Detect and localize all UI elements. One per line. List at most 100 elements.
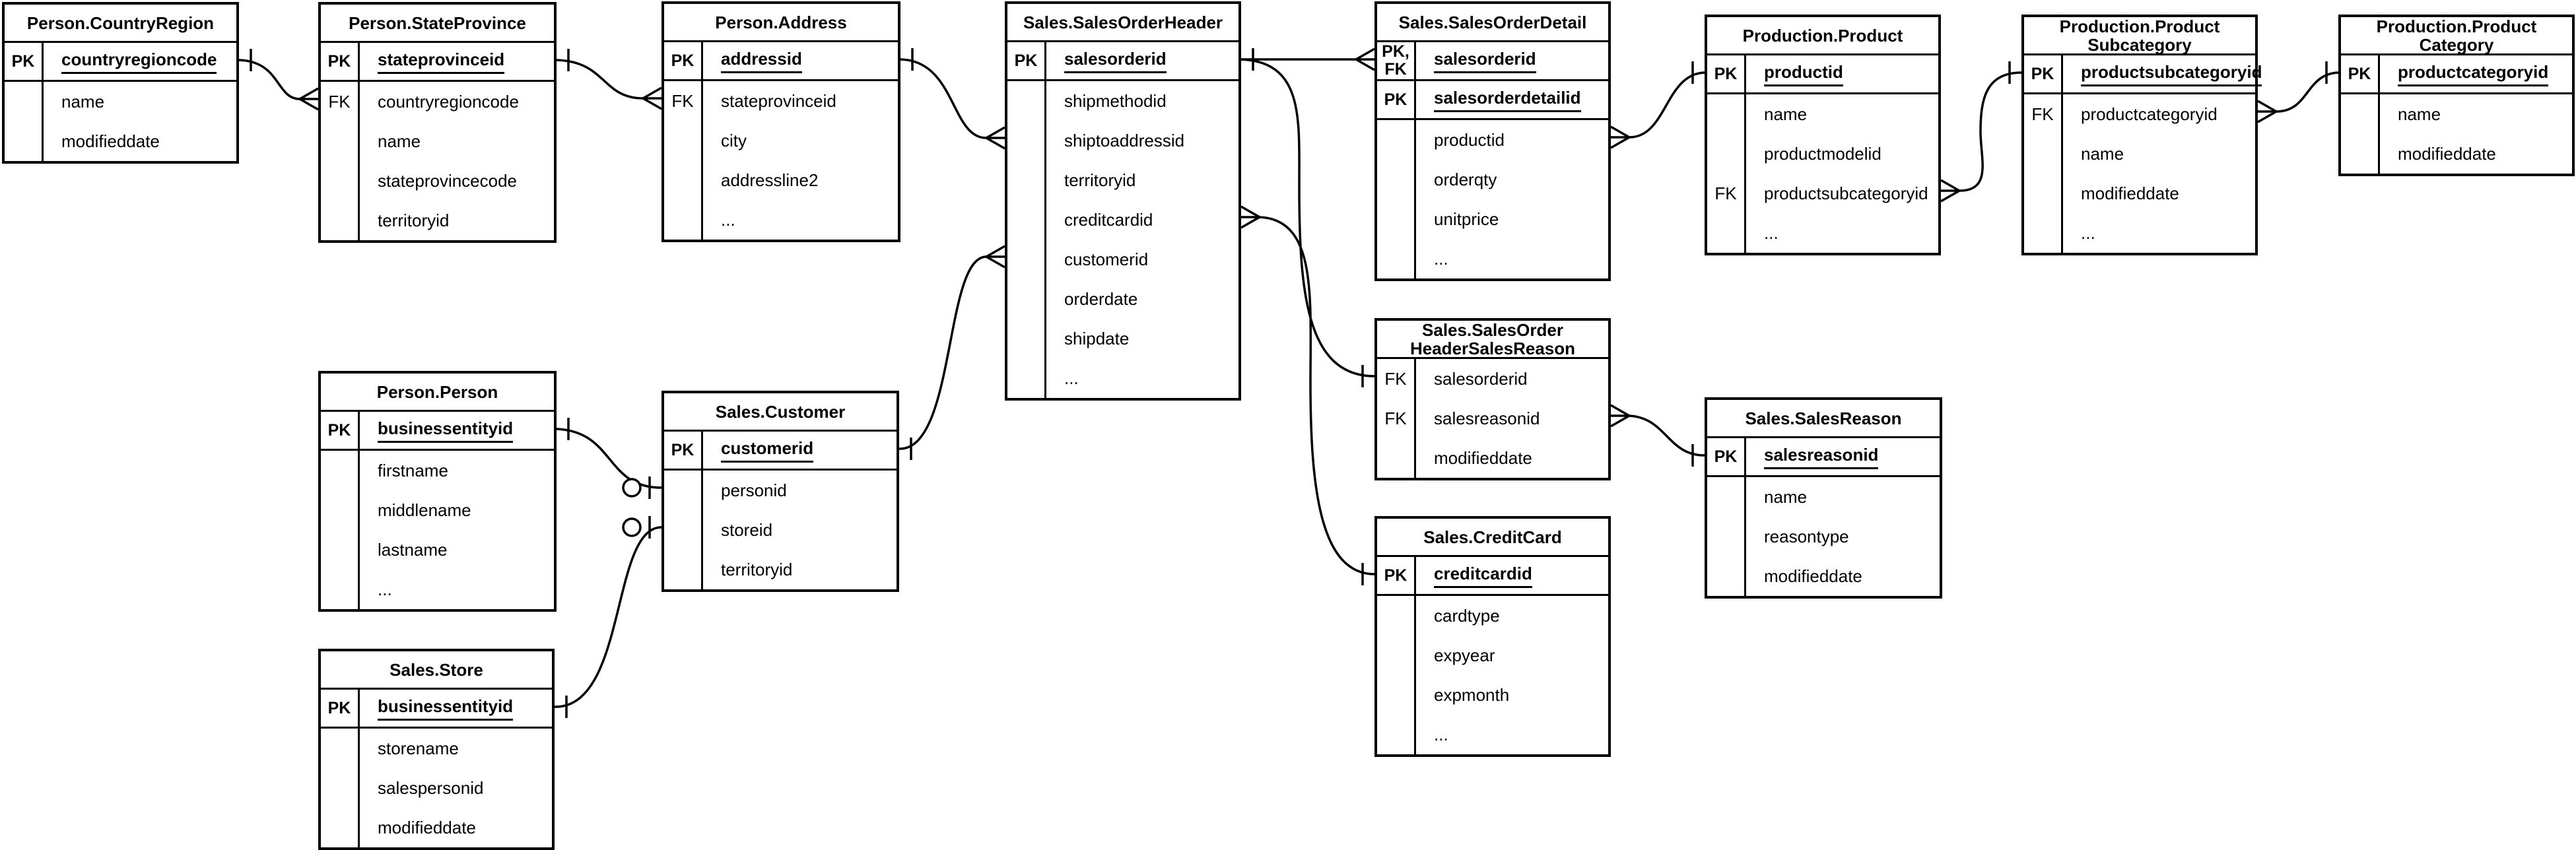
cardinality-mark-icon xyxy=(2257,100,2277,123)
field-tag xyxy=(2341,94,2378,134)
field-row-modifieddate[interactable]: modifieddate xyxy=(378,817,476,837)
key-tag: PK xyxy=(2024,55,2063,92)
field-row-reasontype[interactable]: reasontype xyxy=(1764,526,1849,546)
field-row-productmodelid[interactable]: productmodelid xyxy=(1764,143,1881,164)
field-row-storename[interactable]: storename xyxy=(378,738,459,758)
field-row-modifieddate[interactable]: modifieddate xyxy=(1434,447,1532,468)
field-tag-column xyxy=(2341,94,2380,174)
field-row-stateprovinceid[interactable]: stateprovinceid xyxy=(721,90,836,111)
field-row-[interactable]: ... xyxy=(1434,248,1448,269)
field-row-cardtype[interactable]: cardtype xyxy=(1434,605,1500,626)
field-row-name[interactable]: name xyxy=(61,91,105,112)
edge-customer-to-salesorderheader[interactable] xyxy=(898,255,987,450)
field-row-[interactable]: ... xyxy=(721,209,735,230)
field-row-territoryid[interactable]: territoryid xyxy=(1064,170,1136,190)
field-row-territoryid[interactable]: territoryid xyxy=(721,559,793,579)
edge-salesorderheader-to-salesorderheadersalesreason[interactable] xyxy=(1240,58,1375,377)
field-row-name[interactable]: name xyxy=(1764,486,1808,507)
field-row-middlename[interactable]: middlename xyxy=(378,500,471,520)
field-row-shiptoaddressid[interactable]: shiptoaddressid xyxy=(1064,130,1185,150)
field-row-creditcardid[interactable]: creditcardid xyxy=(1064,209,1153,230)
field-row-name[interactable]: name xyxy=(378,131,421,151)
field-row-shipmethodid[interactable]: shipmethodid xyxy=(1064,90,1167,111)
field-row-productid[interactable]: productid xyxy=(1434,129,1505,150)
field-row-expmonth[interactable]: expmonth xyxy=(1434,684,1510,705)
field-row-modifieddate[interactable]: modifieddate xyxy=(2081,183,2179,203)
field-row-firstname[interactable]: firstname xyxy=(378,460,448,480)
field-row-name[interactable]: name xyxy=(2398,104,2441,124)
field-row-productsubcategoryid[interactable]: productsubcategoryid xyxy=(1764,183,1928,203)
field-row-city[interactable]: city xyxy=(721,130,747,150)
field-row-[interactable]: ... xyxy=(1064,368,1079,388)
field-row-productcategoryid[interactable]: productcategoryid xyxy=(2081,104,2218,124)
field-row-countryregioncode[interactable]: countryregioncode xyxy=(378,91,519,112)
field-row-orderdate[interactable]: orderdate xyxy=(1064,288,1138,309)
field-row-unitprice[interactable]: unitprice xyxy=(1434,209,1499,229)
field-row-orderqty[interactable]: orderqty xyxy=(1434,169,1497,189)
field-row-addressline2[interactable]: addressline2 xyxy=(721,170,819,190)
field-row-name[interactable]: name xyxy=(2081,143,2124,164)
edge-address-to-salesorderheader[interactable] xyxy=(900,58,987,139)
field-name-column: firstname middlename lastname... xyxy=(360,451,554,609)
zero-or-one-circle-icon xyxy=(622,517,642,537)
field-row-salespersonid[interactable]: salespersonid xyxy=(378,777,484,798)
field-row-modifieddate[interactable]: modifieddate xyxy=(1764,566,1862,586)
field-row-modifieddate[interactable]: modifieddate xyxy=(61,131,160,151)
edge-product-to-productsubcategory[interactable] xyxy=(1959,71,2022,192)
field-row-name[interactable]: name xyxy=(1764,104,1808,124)
edge-salesorderheader-to-creditcard[interactable] xyxy=(1259,216,1375,575)
field-tag xyxy=(1007,358,1044,398)
field-row-personid[interactable]: personid xyxy=(721,480,787,500)
field-row-salesorderid[interactable]: salesorderid xyxy=(1434,368,1528,389)
field-row-[interactable]: ... xyxy=(2081,222,2095,243)
field-row-lastname[interactable]: lastname xyxy=(378,539,448,560)
edge-countryregion-to-stateprovince[interactable] xyxy=(238,59,300,100)
field-row-[interactable]: ... xyxy=(1764,222,1779,243)
field-tag: FK xyxy=(1384,368,1407,389)
field-row-stateprovincecode[interactable]: stateprovincecode xyxy=(378,170,518,191)
field-row-modifieddate[interactable]: modifieddate xyxy=(2398,143,2496,164)
edge-stateprovince-to-address[interactable] xyxy=(556,59,644,100)
edge-productsubcategory-to-productcategory[interactable] xyxy=(2276,71,2339,113)
field-row-[interactable]: ... xyxy=(1434,724,1448,744)
field-name-column: storename salespersonid modifieddate xyxy=(360,729,552,847)
field-row-storeid[interactable]: storeid xyxy=(721,519,773,540)
edge-store-to-customer[interactable] xyxy=(554,526,662,708)
field-row-[interactable]: ... xyxy=(378,579,392,599)
field-row-expyear[interactable]: expyear xyxy=(1434,645,1495,665)
field-row-salesreasonid[interactable]: salesreasonid xyxy=(1434,408,1540,428)
field-row-customerid[interactable]: customerid xyxy=(1064,249,1149,269)
key-field-name: productsubcategoryid xyxy=(2063,55,2262,92)
field-row-shipdate[interactable]: shipdate xyxy=(1064,328,1130,348)
edge-person-to-customer[interactable] xyxy=(556,428,662,489)
field-row-territoryid[interactable]: territoryid xyxy=(378,210,450,230)
